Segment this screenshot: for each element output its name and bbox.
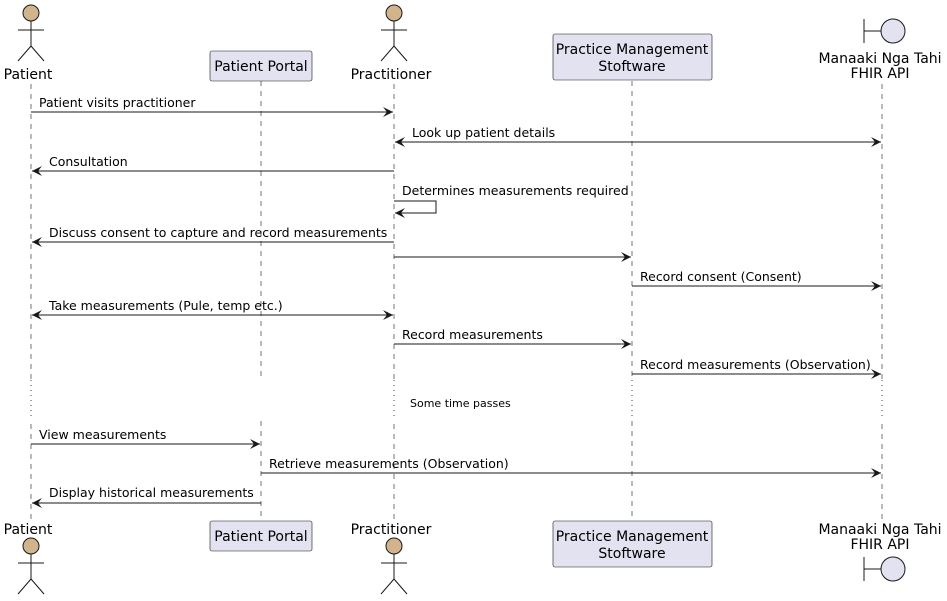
participant-label-patient: Patient xyxy=(4,67,53,83)
participant-label-fhir-line1: Manaaki Nga Tahi xyxy=(818,51,941,67)
message-label: Retrieve measurements (Observation) xyxy=(269,456,509,471)
message-label: View measurements xyxy=(39,427,166,442)
actor-patient-bottom: Patient xyxy=(4,522,53,595)
participant-label-practitioner: Practitioner xyxy=(351,522,432,538)
delay-dots xyxy=(30,380,883,420)
participant-practice-management-top: Practice Management Stoftware xyxy=(552,33,713,81)
message-label: Display historical measurements xyxy=(49,485,254,500)
lifelines xyxy=(30,81,883,520)
participant-label-fhir-line2: FHIR API xyxy=(850,537,909,553)
boundary-fhir-top: Manaaki Nga Tahi FHIR API xyxy=(818,18,942,82)
participant-label-pms-line2: Stoftware xyxy=(598,546,665,562)
participant-label-fhir-line2: FHIR API xyxy=(850,66,909,82)
delay-note: Some time passes xyxy=(410,397,511,410)
message-label: Record measurements (Observation) xyxy=(640,357,871,372)
boundary-fhir-bottom: Manaaki Nga Tahi FHIR API xyxy=(818,522,942,582)
participant-label-pms-line1: Practice Management xyxy=(556,529,709,545)
actor-icon xyxy=(380,4,408,62)
boundary-icon xyxy=(863,18,906,44)
message-labels: Patient visits practitioner Look up pati… xyxy=(39,95,871,500)
arrow-determines-self xyxy=(394,200,437,218)
participant-label-practitioner: Practitioner xyxy=(351,67,432,83)
message-label: Look up patient details xyxy=(412,125,555,140)
message-label: Patient visits practitioner xyxy=(39,95,196,110)
message-label: Discuss consent to capture and record me… xyxy=(49,225,387,240)
participant-label-patient-portal: Patient Portal xyxy=(214,59,307,75)
participant-practice-management-bottom: Practice Management Stoftware xyxy=(552,520,713,568)
message-label: Consultation xyxy=(49,154,128,169)
participant-label-pms-line1: Practice Management xyxy=(556,42,709,58)
participant-patient-portal-top: Patient Portal xyxy=(209,50,313,82)
participant-label-patient: Patient xyxy=(4,522,53,538)
message-label: Determines measurements required xyxy=(402,183,629,198)
boundary-icon xyxy=(863,556,906,582)
actor-patient-top: Patient xyxy=(4,4,53,83)
message-label: Record consent (Consent) xyxy=(640,269,802,284)
participant-label-pms-line2: Stoftware xyxy=(598,59,665,75)
message-label: Record measurements xyxy=(402,327,543,342)
actor-practitioner-bottom: Practitioner xyxy=(351,522,432,595)
messages xyxy=(31,107,881,508)
message-label: Take measurements (Pule, temp etc.) xyxy=(48,298,283,313)
participant-label-fhir-line1: Manaaki Nga Tahi xyxy=(818,522,941,538)
participant-patient-portal-bottom: Patient Portal xyxy=(209,520,313,552)
actor-icon xyxy=(17,4,45,62)
actor-icon xyxy=(17,537,45,595)
participant-label-patient-portal: Patient Portal xyxy=(214,529,307,545)
actor-practitioner-top: Practitioner xyxy=(351,4,432,83)
actor-icon xyxy=(380,537,408,595)
